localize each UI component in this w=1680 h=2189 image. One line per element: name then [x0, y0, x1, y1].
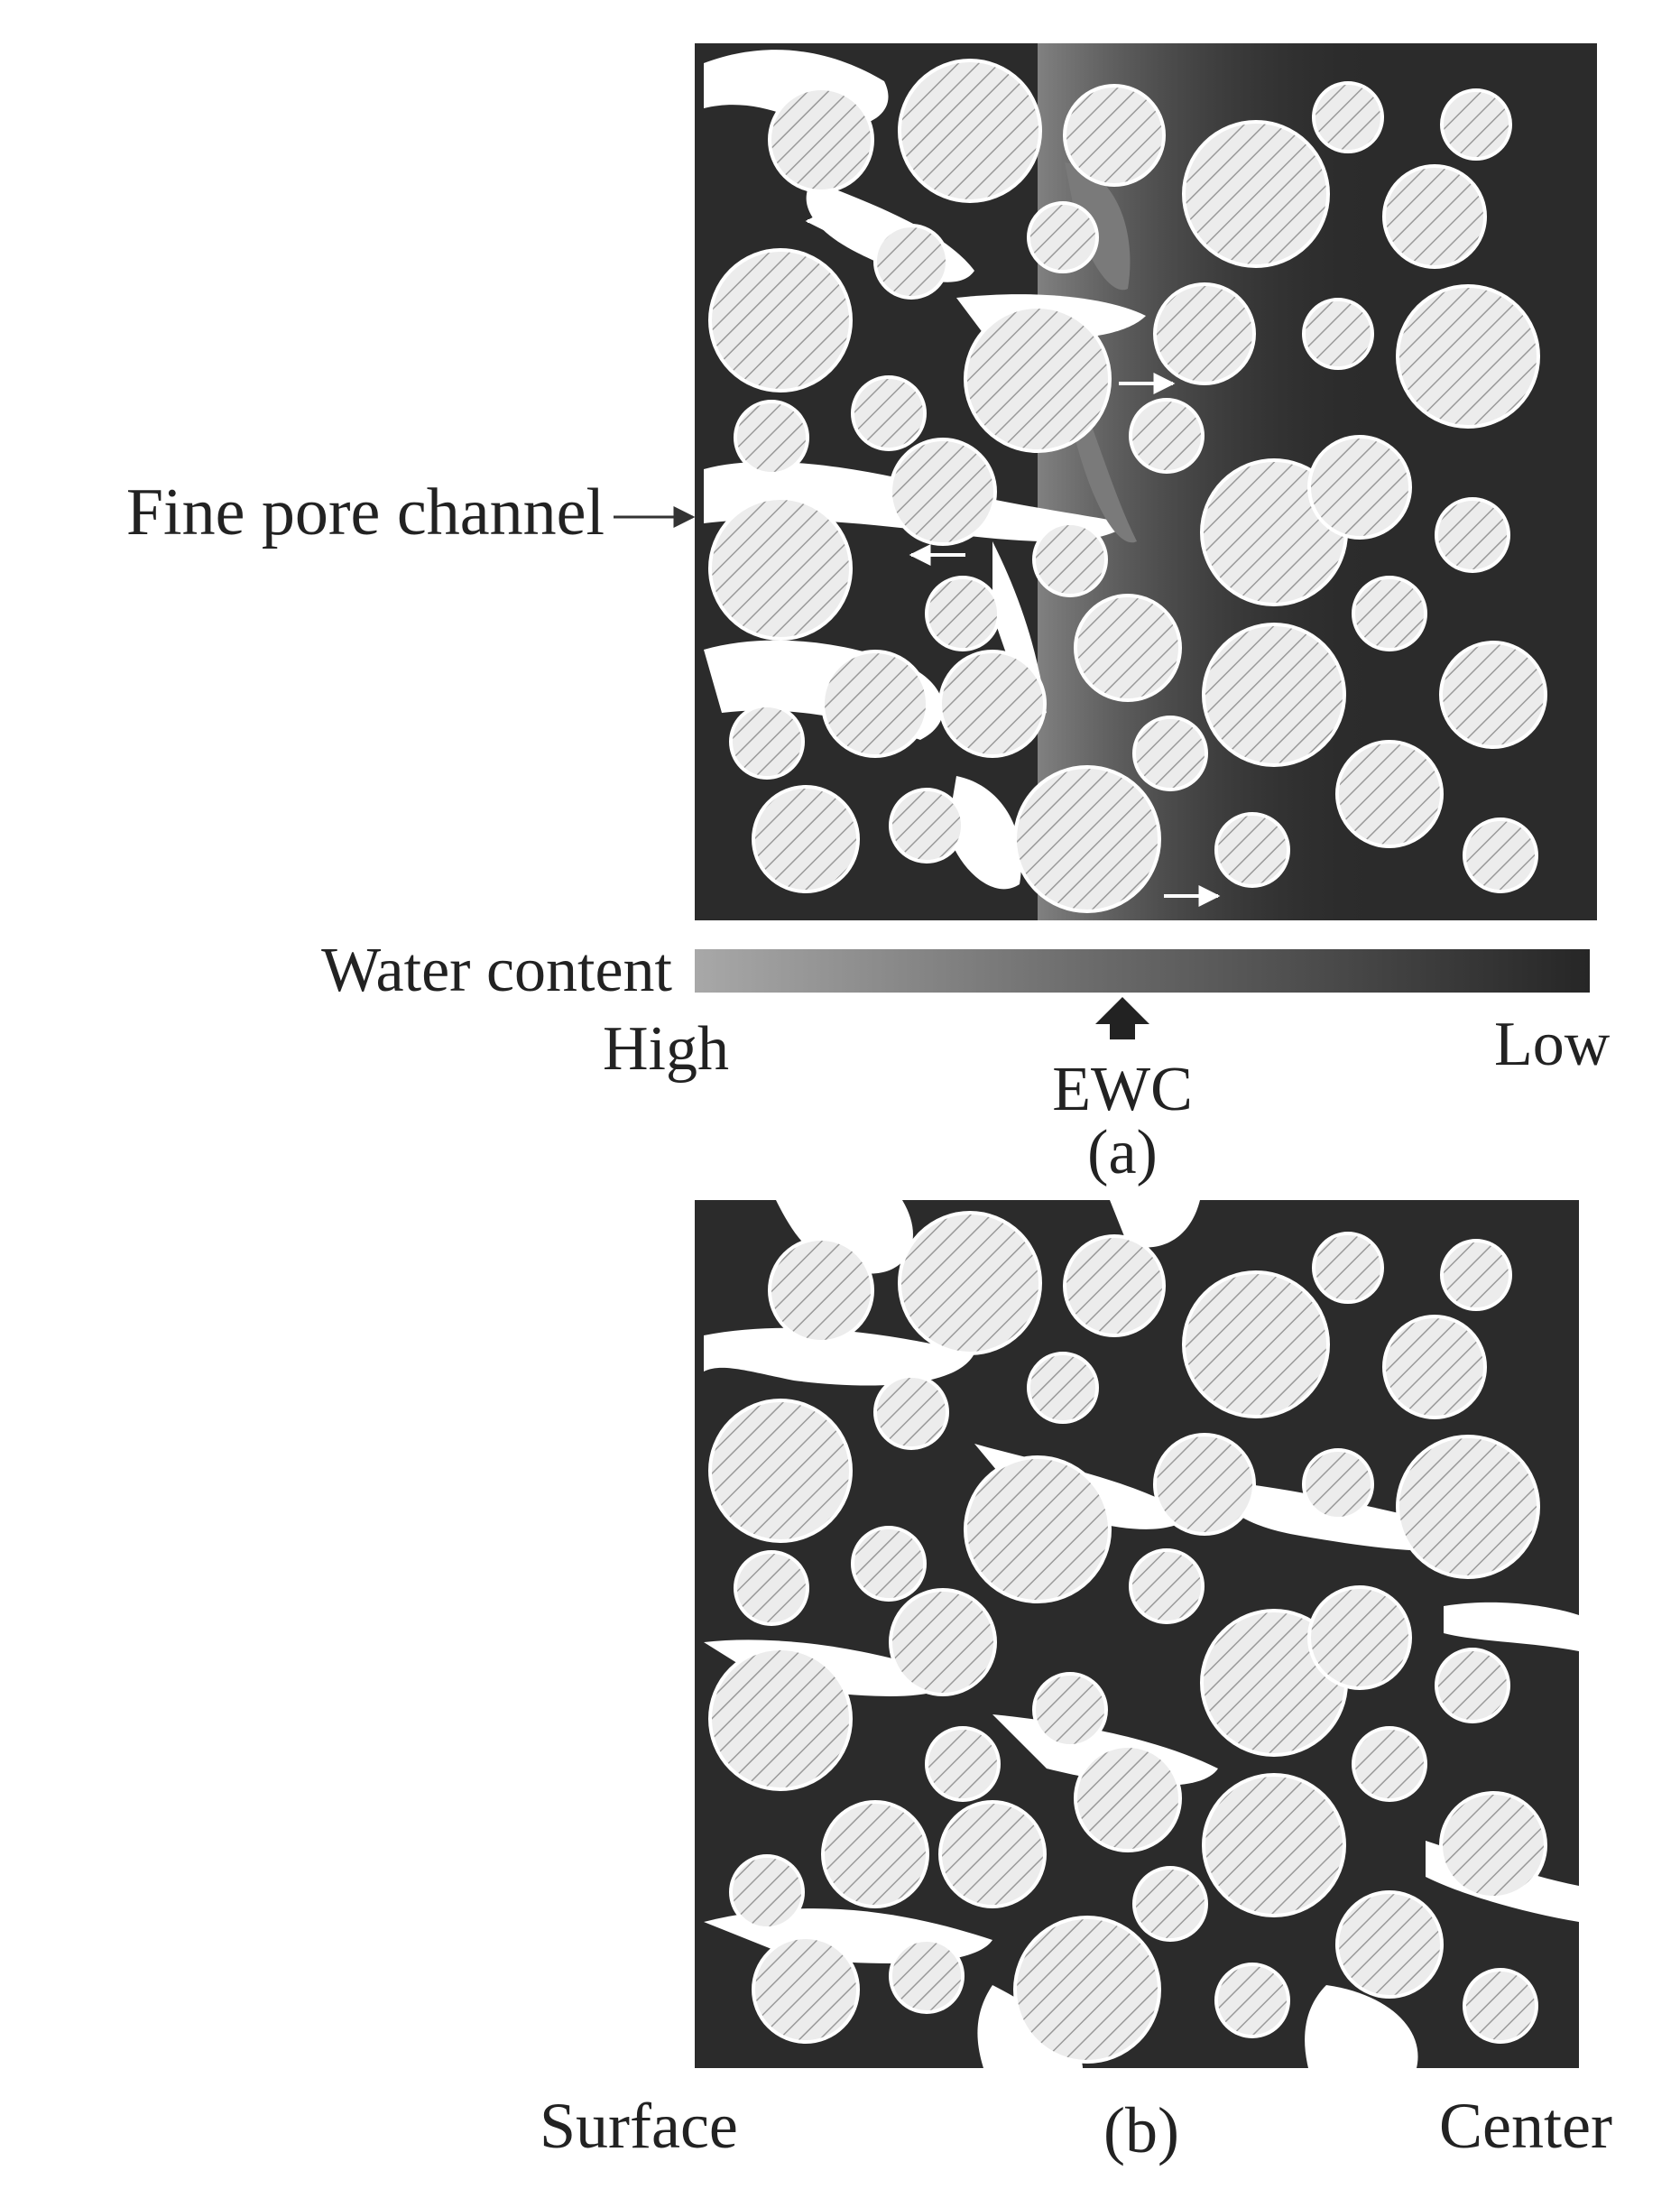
aggregate-particle: [898, 59, 1042, 203]
aggregate-particle: [1202, 1773, 1346, 1917]
center-label: Center: [1439, 2090, 1612, 2162]
aggregate-particle: [1440, 88, 1512, 161]
aggregate-particle: [752, 1935, 860, 2044]
aggregate-particle: [734, 1550, 809, 1626]
aggregate-particle: [1396, 284, 1540, 429]
panel-b-particles: [708, 1211, 1547, 2064]
aggregate-particle: [1463, 817, 1538, 893]
aggregate-particle: [1153, 282, 1256, 385]
aggregate-particle: [889, 1588, 997, 1696]
panel-a-pore-structure: Fine pore channel Water content High Low…: [126, 43, 1611, 1187]
panel-b-pore-structure: Surface (b) Center: [540, 1200, 1612, 2166]
aggregate-particle: [1312, 81, 1384, 153]
aggregate-particle: [889, 788, 965, 864]
aggregate-particle: [1382, 164, 1487, 269]
aggregate-particle: [1214, 1963, 1290, 2038]
pore-void: [1444, 1602, 1579, 1651]
aggregate-particle: [1435, 1648, 1510, 1723]
aggregate-particle: [1013, 1916, 1161, 2064]
ewc-label: EWC: [1052, 1055, 1193, 1124]
aggregate-particle: [1439, 1791, 1547, 1899]
aggregate-particle: [1027, 1352, 1099, 1424]
pore-void: [947, 776, 1021, 890]
aggregate-particle: [851, 1526, 927, 1602]
aggregate-particle: [938, 650, 1047, 758]
aggregate-particle: [925, 576, 1001, 651]
aggregate-particle: [1129, 1548, 1205, 1624]
surface-label: Surface: [540, 2090, 738, 2162]
aggregate-particle: [708, 1399, 853, 1543]
water-content-colorbar: [695, 949, 1590, 993]
aggregate-particle: [1307, 1585, 1412, 1690]
aggregate-particle: [1182, 1270, 1330, 1418]
aggregate-particle: [729, 704, 805, 780]
aggregate-particle: [1463, 1968, 1538, 2044]
colorbar-high-label: High: [603, 1014, 729, 1084]
panel-a-particles: [708, 59, 1547, 913]
aggregate-particle: [1032, 522, 1108, 597]
aggregate-particle: [1307, 435, 1412, 540]
water-content-label: Water content: [321, 936, 672, 1005]
aggregate-particle: [1153, 1433, 1256, 1536]
aggregate-particle: [1129, 398, 1205, 474]
aggregate-particle: [851, 375, 927, 451]
panel-a-migration-arrows: [728, 210, 1221, 907]
aggregate-particle: [964, 1455, 1112, 1603]
aggregate-particle: [708, 248, 853, 393]
aggregate-particle: [1214, 812, 1290, 888]
aggregate-particle: [1440, 1239, 1512, 1311]
aggregate-particle: [1335, 740, 1444, 848]
aggregate-particle: [1335, 1890, 1444, 1999]
pore-void: [1110, 1200, 1200, 1248]
aggregate-particle: [768, 87, 874, 193]
pore-void: [1305, 1985, 1418, 2068]
aggregate-particle: [1382, 1315, 1487, 1419]
colorbar-low-label: Low: [1494, 1010, 1611, 1079]
aggregate-particle: [1202, 623, 1346, 767]
aggregate-particle: [873, 1374, 949, 1450]
aggregate-particle: [708, 1647, 853, 1791]
aggregate-particle: [964, 305, 1112, 453]
aggregate-particle: [1439, 641, 1547, 749]
fine-pore-channel-label: Fine pore channel: [126, 476, 605, 550]
aggregate-particle: [821, 1800, 929, 1908]
panel-a-caption: (a): [1087, 1118, 1158, 1187]
aggregate-particle: [1352, 1726, 1427, 1802]
aggregate-particle: [1352, 576, 1427, 651]
pore-void: [776, 1200, 913, 1274]
aggregate-particle: [734, 400, 809, 476]
aggregate-particle: [1132, 1866, 1208, 1942]
aggregate-particle: [889, 1938, 965, 2014]
aggregate-particle: [752, 785, 860, 893]
aggregate-particle: [1027, 201, 1099, 273]
aggregate-particle: [768, 1237, 874, 1344]
aggregate-particle: [925, 1726, 1001, 1802]
aggregate-particle: [1435, 497, 1510, 573]
aggregate-particle: [1302, 1448, 1374, 1520]
pore-void: [704, 1327, 974, 1386]
aggregate-particle: [729, 1854, 805, 1930]
aggregate-particle: [1302, 298, 1374, 370]
aggregate-particle: [873, 224, 949, 300]
aggregate-particle: [1063, 84, 1166, 187]
aggregate-particle: [1032, 1672, 1108, 1748]
aggregate-particle: [889, 438, 997, 546]
pore-void: [1065, 162, 1131, 291]
panel-b-caption: (b): [1103, 2094, 1179, 2166]
aggregate-particle: [938, 1800, 1047, 1908]
aggregate-particle: [1063, 1234, 1166, 1337]
aggregate-particle: [1312, 1232, 1384, 1304]
aggregate-particle: [1013, 765, 1161, 913]
aggregate-particle: [1074, 1744, 1182, 1852]
ewc-marker-arrow: [1095, 997, 1149, 1039]
aggregate-particle: [1396, 1435, 1540, 1579]
aggregate-particle: [708, 496, 853, 641]
aggregate-particle: [1182, 120, 1330, 268]
aggregate-particle: [1074, 594, 1182, 702]
aggregate-particle: [898, 1211, 1042, 1355]
aggregate-particle: [821, 650, 929, 758]
aggregate-particle: [1132, 716, 1208, 791]
